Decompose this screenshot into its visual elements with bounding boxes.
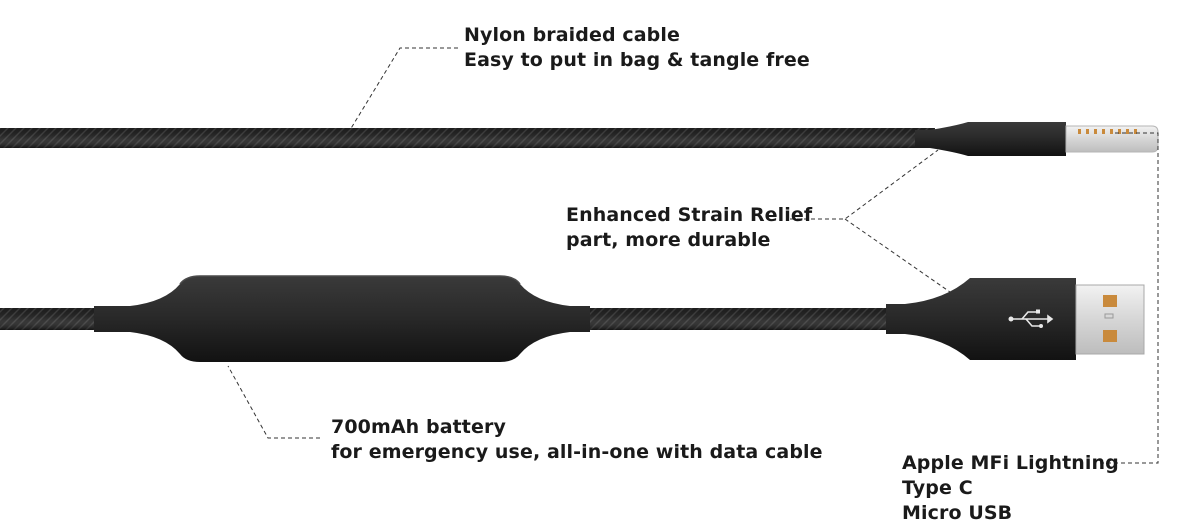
nylon-cable-title: Nylon braided cable (464, 24, 680, 46)
strain-relief-subtitle: part, more durable (566, 229, 771, 251)
usb-pin-bottom (1103, 330, 1117, 342)
usb-pin-top (1103, 295, 1117, 307)
leader-battery (227, 365, 320, 439)
usb-connector-housing (886, 278, 1076, 360)
battery-title: 700mAh battery (331, 416, 506, 438)
usb-trident-icon (1008, 309, 1054, 328)
lightning-cable (0, 122, 1159, 156)
connector-micro-usb: Micro USB (902, 502, 1013, 524)
connectors-annotation: Apple MFi Lightning Type C Micro USB (902, 451, 1119, 526)
lightning-pins (1078, 129, 1137, 134)
usb-slot (1104, 313, 1114, 319)
leader-strain-bottom (844, 218, 951, 293)
connector-type-c: Type C (902, 477, 973, 499)
battery-usb-cable (0, 275, 1145, 362)
lightning-connector-housing (915, 122, 1066, 156)
leader-nylon (349, 47, 458, 131)
connector-lightning: Apple MFi Lightning (902, 452, 1119, 474)
leader-connectors (1100, 132, 1159, 464)
battery-pack (94, 276, 590, 362)
nylon-cable-subtitle: Easy to put in bag & tangle free (464, 49, 810, 71)
strain-relief-title: Enhanced Strain Relief (566, 204, 813, 226)
leader-lines (227, 47, 1159, 464)
nylon-cable-annotation: Nylon braided cable Easy to put in bag &… (464, 23, 810, 73)
strain-relief-annotation: Enhanced Strain Relief part, more durabl… (566, 203, 812, 253)
battery-subtitle: for emergency use, all-in-one with data … (331, 441, 823, 463)
battery-annotation: 700mAh battery for emergency use, all-in… (331, 415, 823, 465)
